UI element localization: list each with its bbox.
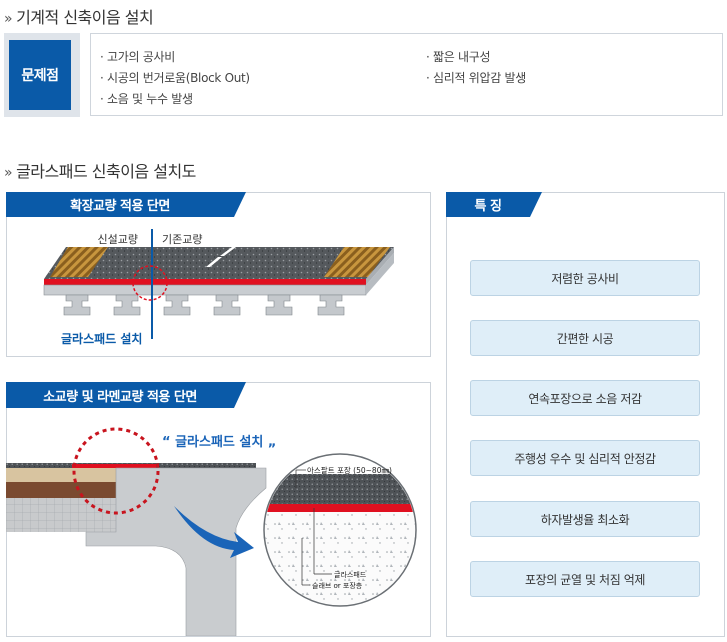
label-new-bridge: 신설교량 xyxy=(98,233,138,246)
feature-item: 연속포장으로 소음 저감 xyxy=(470,380,700,416)
section2-title: »글라스패드 신축이음 설치도 xyxy=(4,162,196,181)
problem-label: 문제점 xyxy=(9,40,71,110)
small-bridge-tab-shape xyxy=(6,382,246,408)
problem-item: · 소음 및 누수 발생 xyxy=(100,92,193,106)
label-existing-bridge: 기존교량 xyxy=(162,233,202,246)
problem-item: · 시공의 번거로움(Block Out) xyxy=(100,71,250,85)
feature-item: 간편한 시공 xyxy=(470,320,700,356)
section1-title: »기계적 신축이음 설치 xyxy=(4,8,154,27)
small-bridge-diagram: “ 글라스패드 설치 „ 아스팔트 포장 (50~80㎜) 글라스패드 슬래브 … xyxy=(6,427,417,636)
small-bridge-tab: 소교량 및 라멘교량 적용 단면 xyxy=(43,389,197,405)
expansion-bridge-diagram: 신설교량 기존교량 글라스패드 설치 xyxy=(43,229,394,346)
features-tab-shape xyxy=(446,192,542,217)
problem-item: · 고가의 공사비 xyxy=(100,50,175,64)
expansion-tab: 확장교량 적용 단면 xyxy=(70,199,170,214)
problem-item: · 심리적 위압감 발생 xyxy=(426,71,526,85)
asphalt-label: 아스팔트 포장 (50~80㎜) xyxy=(307,465,392,475)
problem-list xyxy=(90,33,723,116)
glasspad-callout: “ 글라스패드 설치 „ xyxy=(162,434,276,450)
features-tab: 특 징 xyxy=(474,199,502,214)
feature-item: 주행성 우수 및 심리적 안정감 xyxy=(470,440,700,476)
glasspad-install-label: 글라스패드 설치 xyxy=(61,331,142,346)
slab-label: 슬래브 or 포장층 xyxy=(312,581,363,590)
feature-item: 저렴한 공사비 xyxy=(470,260,700,296)
feature-item: 포장의 균열 및 처짐 억제 xyxy=(470,561,700,597)
problem-item: · 짧은 내구성 xyxy=(426,50,491,64)
expansion-tab-shape xyxy=(6,192,246,217)
feature-item: 하자발생율 최소화 xyxy=(470,501,700,537)
glasspad-label: 글라스패드 xyxy=(334,570,367,579)
